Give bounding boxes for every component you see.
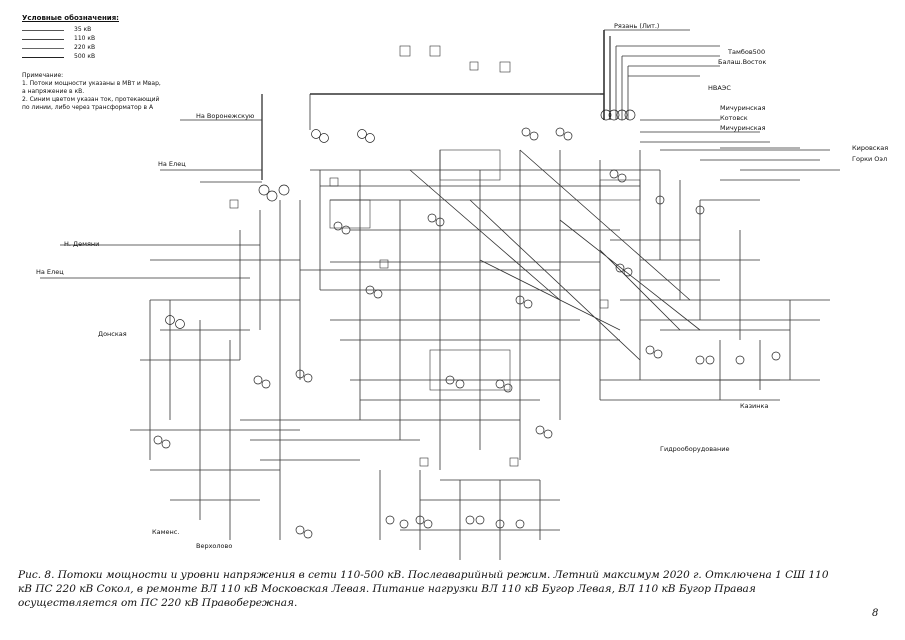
- label-gidro: Гидрооборудование: [660, 445, 730, 453]
- legend-item-220kv: 220 кВ: [22, 44, 119, 53]
- label-kamen: Каменс.: [152, 528, 180, 536]
- legend-line-110kv: [22, 39, 64, 40]
- label-demyan: Н. Демяни: [64, 240, 100, 248]
- notes-title: Примечание:: [22, 72, 64, 79]
- legend-label-500kv: 500 кВ: [74, 53, 96, 60]
- notes: Примечание: 1. Потоки мощности указаны в…: [22, 72, 172, 112]
- label-tambov: Тамбов500: [728, 48, 766, 56]
- page-number: 8: [872, 608, 879, 619]
- label-voronezh: На Воронежскую: [196, 112, 255, 120]
- legend-label-220kv: 220 кВ: [74, 44, 96, 51]
- legend-label-35kv: 35 кВ: [74, 26, 92, 33]
- label-ryazan: Рязань (Лит.): [614, 22, 660, 30]
- label-elets-1: На Елец: [158, 160, 186, 168]
- label-balash: Балаш.Восток: [718, 58, 767, 66]
- label-gorki: Горки Оэл: [852, 155, 888, 163]
- label-donskaya: Донская: [98, 330, 127, 338]
- legend-line-500kv: [22, 57, 64, 58]
- label-elets-2: На Елец: [36, 268, 64, 276]
- notes-line-2: а напряжение в кВ.: [22, 88, 85, 95]
- notes-line-3: 2. Синим цветом указан ток, протекающий: [22, 96, 160, 103]
- legend-title: Условные обозначения:: [22, 14, 119, 22]
- label-michurinsk: Мичуринская: [720, 104, 766, 112]
- figure-caption: Рис. 8. Потоки мощности и уровни напряже…: [18, 569, 829, 609]
- legend: Условные обозначения: 35 кВ 110 кВ 220 к…: [22, 14, 119, 62]
- label-kirovskaya: Кировская: [852, 144, 889, 152]
- legend-line-35kv: [22, 30, 64, 31]
- legend-item-500kv: 500 кВ: [22, 53, 119, 62]
- label-verkhovye: Верхолово: [196, 542, 233, 550]
- notes-line-4: по линии, либо через трансформатор в А: [22, 104, 154, 111]
- label-kotovsk: Котовск: [720, 114, 748, 122]
- legend-item-35kv: 35 кВ: [22, 26, 119, 35]
- notes-line-1: 1. Потоки мощности указаны в МВт и Мвар,: [22, 80, 161, 87]
- legend-line-220kv: [22, 48, 64, 49]
- label-kazinka: Казинка: [740, 402, 769, 410]
- label-nvaes: НВАЭС: [708, 84, 731, 92]
- legend-item-110kv: 110 кВ: [22, 35, 119, 44]
- legend-label-110kv: 110 кВ: [74, 35, 96, 42]
- label-michurinskaya2: Мичуринская: [720, 124, 766, 132]
